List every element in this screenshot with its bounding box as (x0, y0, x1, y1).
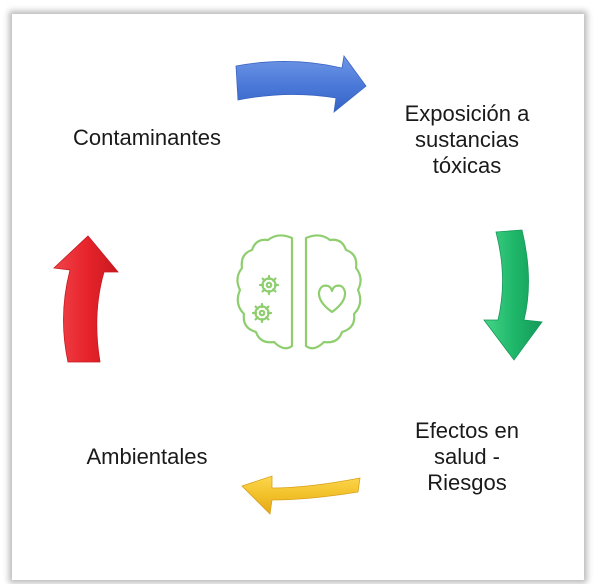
step-label-contaminantes: Contaminantes (52, 125, 242, 151)
step-label-line: tóxicas (432, 153, 502, 178)
arrow-contaminantes-to-exposicion (235, 54, 367, 113)
step-label-line: Riesgos (427, 470, 507, 495)
arrow-exposicion-to-efectos (483, 229, 543, 361)
step-label-exposicion: Exposición a sustancias tóxicas (372, 101, 562, 179)
step-label-line: Ambientales (86, 444, 208, 469)
step-label-line: Contaminantes (73, 125, 221, 150)
arrow-efectos-to-ambientales (241, 475, 361, 515)
step-label-efectos: Efectos en salud - Riesgos (372, 418, 562, 496)
step-label-ambientales: Ambientales (52, 444, 242, 470)
diagram-frame (12, 14, 584, 580)
step-label-line: Exposición a (404, 101, 530, 126)
step-label-line: sustancias (415, 127, 519, 152)
step-label-line: salud - (433, 444, 501, 469)
arrow-ambientales-to-contaminantes (53, 235, 119, 363)
brain-gears-heart-icon (236, 234, 362, 350)
step-label-line: Efectos en (415, 418, 519, 443)
